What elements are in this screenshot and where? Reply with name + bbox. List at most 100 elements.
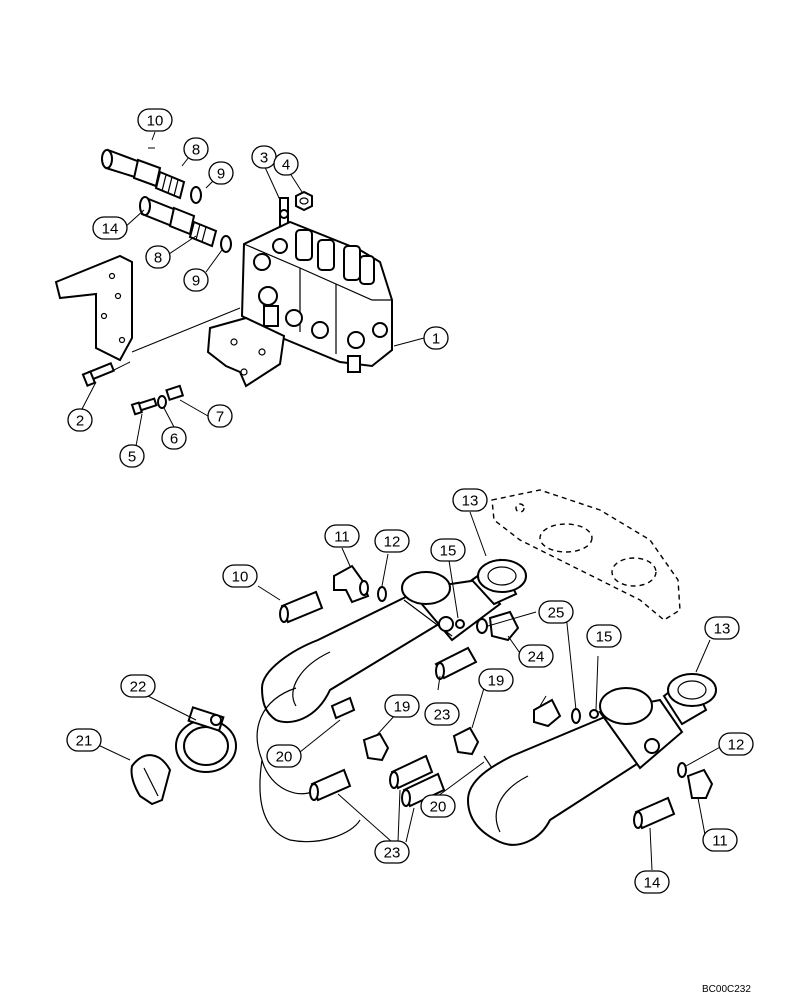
callout-7: 7 xyxy=(207,404,233,428)
callout-label: 15 xyxy=(596,629,613,646)
elbow-24-top xyxy=(488,610,520,642)
callout-label: 15 xyxy=(440,543,457,560)
callout-23: 23 xyxy=(424,702,460,726)
elbow-11-right xyxy=(686,768,714,799)
nut-4 xyxy=(295,190,313,212)
callout-label: 11 xyxy=(334,529,350,546)
plug-15-left xyxy=(455,619,465,629)
hose-fitting-10-lower xyxy=(279,590,324,624)
bolt-5 xyxy=(130,397,158,416)
adapter-8-upper xyxy=(154,170,186,200)
callout-label: 9 xyxy=(192,273,200,290)
callout-label: 21 xyxy=(76,733,93,750)
hose-loop xyxy=(256,687,361,843)
callout-label: 19 xyxy=(394,699,411,716)
adapter-8-lower xyxy=(188,220,218,248)
hose-fitting-14-lower xyxy=(633,796,676,830)
callout-12: 12 xyxy=(374,529,410,553)
lift-arm-ghost xyxy=(491,489,681,621)
callout-label: 6 xyxy=(170,431,178,448)
callout-label: 23 xyxy=(434,707,451,724)
callout-19: 19 xyxy=(384,694,420,718)
callout-5: 5 xyxy=(119,444,145,468)
callout-20: 20 xyxy=(266,744,302,768)
reference-code: BC00C232 xyxy=(702,984,751,995)
callout-label: 22 xyxy=(130,679,147,696)
callout-label: 8 xyxy=(154,250,162,267)
callout-label: 10 xyxy=(147,113,164,130)
elbow-19-left xyxy=(362,732,390,762)
cylinder-assembly xyxy=(130,489,717,846)
callout-14: 14 xyxy=(92,216,128,240)
callout-24: 24 xyxy=(518,644,554,668)
callout-25: 25 xyxy=(538,600,574,624)
callout-label: 19 xyxy=(488,673,505,690)
o-ring-9-lower xyxy=(220,235,232,253)
bracket-left xyxy=(54,254,133,362)
callout-label: 13 xyxy=(462,493,479,510)
callout-label: 13 xyxy=(714,621,731,638)
elbow-19-right xyxy=(452,726,480,756)
callout-label: 4 xyxy=(282,157,290,174)
rod-eye-13-right xyxy=(662,673,717,726)
hose-fitting-14 xyxy=(139,196,196,236)
hose-fitting-10-upper xyxy=(101,148,162,188)
callout-10: 10 xyxy=(222,564,258,588)
callout-13: 13 xyxy=(704,616,740,640)
callout-label: 1 xyxy=(432,331,440,348)
callout-11: 11 xyxy=(324,524,360,548)
o-ring-12-right xyxy=(677,762,687,778)
callout-15: 15 xyxy=(586,624,622,648)
stud-3 xyxy=(279,197,289,227)
callout-label: 3 xyxy=(260,150,268,167)
callout-19: 19 xyxy=(478,668,514,692)
control-valve-assembly xyxy=(54,148,393,416)
callout-label: 9 xyxy=(217,166,225,183)
callout-1: 1 xyxy=(423,326,449,350)
spacer-7 xyxy=(165,384,185,402)
callout-label: 8 xyxy=(192,142,200,159)
callout-3: 3 xyxy=(251,145,277,169)
callout-label: 12 xyxy=(384,534,401,551)
callout-11: 11 xyxy=(702,828,738,852)
o-ring-25-left xyxy=(476,618,488,634)
callout-13: 13 xyxy=(452,488,488,512)
callout-21: 21 xyxy=(66,728,102,752)
callout-label: 25 xyxy=(548,605,565,622)
clip-21 xyxy=(130,754,172,806)
fitting-20-left xyxy=(330,696,356,720)
callout-6: 6 xyxy=(161,426,187,450)
hose-clamp-22 xyxy=(175,706,237,773)
cylinder-left xyxy=(260,571,502,724)
callout-label: 14 xyxy=(102,221,119,238)
bolt-2 xyxy=(81,361,116,387)
callout-4: 4 xyxy=(273,152,299,176)
callout-9: 9 xyxy=(208,161,234,185)
callout-8: 8 xyxy=(145,245,171,269)
callout-2: 2 xyxy=(67,408,93,432)
callout-12: 12 xyxy=(718,732,754,756)
callout-label: 24 xyxy=(528,649,545,666)
callout-label: 20 xyxy=(430,799,447,816)
rod-eye-13-left xyxy=(470,558,527,606)
hose-fitting-23-a xyxy=(309,768,352,802)
callout-8: 8 xyxy=(183,137,209,161)
callout-14: 14 xyxy=(634,870,670,894)
o-ring-9-upper xyxy=(190,186,202,204)
plug-15-right xyxy=(589,709,599,719)
o-ring-12-top xyxy=(377,586,387,602)
callout-9: 9 xyxy=(183,268,209,292)
callout-label: 11 xyxy=(712,833,728,850)
callout-10: 10 xyxy=(137,108,173,132)
hose-fitting-23-top xyxy=(434,646,478,680)
callout-label: 12 xyxy=(728,737,745,754)
callout-label: 23 xyxy=(384,845,401,862)
hose-fitting-23-c xyxy=(401,772,446,808)
callout-23: 23 xyxy=(374,840,410,864)
callout-label: 14 xyxy=(644,875,661,892)
callout-15: 15 xyxy=(430,538,466,562)
elbow-24-right xyxy=(533,698,562,728)
cylinder-right xyxy=(466,687,684,846)
